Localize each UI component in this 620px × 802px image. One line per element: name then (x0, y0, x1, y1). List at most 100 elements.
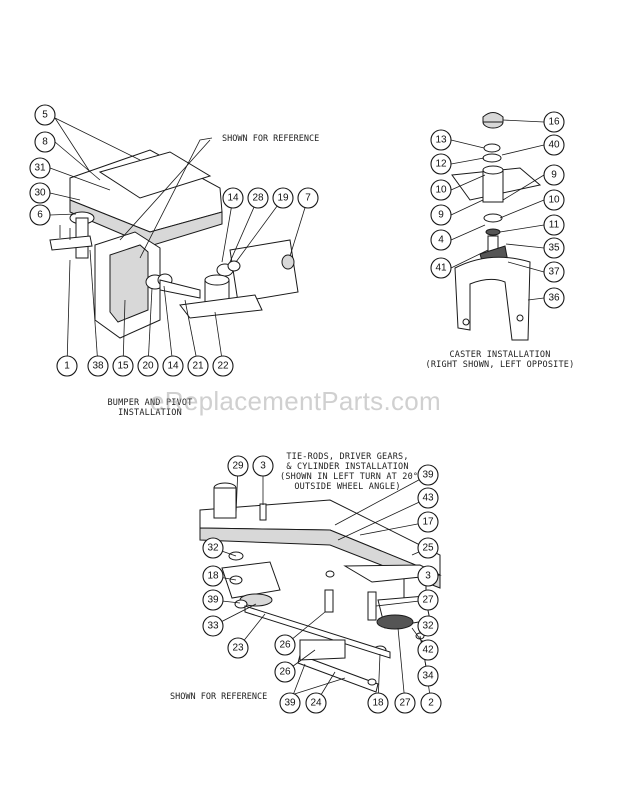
balloon-37: 37 (543, 261, 565, 283)
balloon-6: 6 (29, 204, 51, 226)
svg-text:21: 21 (192, 361, 204, 372)
balloon-9: 9 (430, 204, 452, 226)
shown-for-reference-label: SHOWN FOR REFERENCE (170, 692, 268, 702)
balloon-2: 2 (420, 692, 442, 714)
pivot-pin (367, 591, 377, 621)
axle-hole (462, 318, 470, 326)
balloon-26: 26 (274, 634, 296, 656)
svg-text:3: 3 (425, 571, 431, 582)
balloon-18: 18 (367, 692, 389, 714)
balloon-42: 42 (417, 639, 439, 661)
svg-text:25: 25 (422, 543, 434, 554)
balloon-32: 32 (417, 615, 439, 637)
bumper-plate (98, 151, 212, 199)
svg-text:39: 39 (207, 595, 219, 606)
svg-text:43: 43 (422, 493, 434, 504)
bolt (259, 503, 267, 521)
svg-text:42: 42 (422, 645, 434, 656)
svg-text:1: 1 (64, 361, 70, 372)
svg-text:13: 13 (435, 135, 447, 146)
svg-text:28: 28 (252, 193, 264, 204)
svg-text:38: 38 (92, 361, 104, 372)
reference-frame (229, 239, 299, 303)
bumper-pad (281, 254, 295, 270)
balloon-26: 26 (274, 661, 296, 683)
ball-joint (234, 599, 248, 609)
svg-text:35: 35 (548, 243, 560, 254)
cylinder-bracket (299, 639, 346, 661)
caster-fork (454, 256, 531, 341)
balloon-33: 33 (202, 615, 224, 637)
balloon-32: 32 (202, 537, 224, 559)
balloon-4: 4 (430, 229, 452, 251)
caster-tube-top (482, 165, 504, 175)
balloon-35: 35 (543, 237, 565, 259)
svg-text:17: 17 (422, 517, 434, 528)
svg-text:36: 36 (548, 293, 560, 304)
bearing-lower (483, 213, 503, 223)
svg-text:6: 6 (37, 210, 43, 221)
svg-text:9: 9 (438, 210, 444, 221)
bearing (482, 153, 502, 163)
svg-text:39: 39 (422, 470, 434, 481)
gear-arm (343, 564, 442, 583)
balloon-14: 14 (222, 187, 244, 209)
svg-text:31: 31 (34, 163, 46, 174)
balloon-27: 27 (417, 589, 439, 611)
balloon-1: 1 (56, 355, 78, 377)
svg-text:14: 14 (227, 193, 239, 204)
svg-text:37: 37 (548, 267, 560, 278)
svg-text:2: 2 (428, 698, 434, 709)
svg-text:10: 10 (548, 195, 560, 206)
right-driver-gear (376, 614, 414, 630)
svg-text:20: 20 (142, 361, 154, 372)
balloon-31: 31 (29, 157, 51, 179)
svg-text:39: 39 (284, 698, 296, 709)
spindle-base (179, 294, 263, 319)
balloon-30: 30 (29, 182, 51, 204)
svg-text:30: 30 (34, 188, 46, 199)
balloon-20: 20 (137, 355, 159, 377)
shown-for-reference-label: SHOWN FOR REFERENCE (222, 134, 320, 144)
balloon-17: 17 (417, 511, 439, 533)
svg-text:34: 34 (422, 671, 434, 682)
bolt (59, 225, 71, 240)
balloon-9: 9 (543, 164, 565, 186)
spindle-top (204, 274, 230, 286)
svg-text:24: 24 (310, 698, 322, 709)
balloon-10: 10 (543, 189, 565, 211)
balloon-19: 19 (272, 187, 294, 209)
caster-leaders (450, 119, 545, 301)
pivot-pin (324, 589, 334, 613)
bushing (227, 260, 241, 272)
svg-text:33: 33 (207, 621, 219, 632)
balloon-28: 28 (247, 187, 269, 209)
svg-text:19: 19 (277, 193, 289, 204)
svg-text:27: 27 (422, 595, 434, 606)
svg-text:32: 32 (422, 621, 434, 632)
balloon-39: 39 (417, 464, 439, 486)
watermark: eReplacementParts.com (150, 386, 441, 416)
svg-text:27: 27 (399, 698, 411, 709)
bumper-pivot-caption: BUMPER AND PIVOT INSTALLATION (107, 398, 193, 418)
balloon-13: 13 (430, 129, 452, 151)
balloon-36: 36 (543, 287, 565, 309)
balloon-27: 27 (394, 692, 416, 714)
balloon-10: 10 (430, 179, 452, 201)
left-spindle (213, 487, 237, 519)
pivot-bolt (159, 279, 201, 299)
balloon-11: 11 (543, 214, 565, 236)
balloon-14: 14 (162, 355, 184, 377)
balloon-34: 34 (417, 665, 439, 687)
balloon-39: 39 (279, 692, 301, 714)
balloon-7: 7 (297, 187, 319, 209)
svg-text:26: 26 (279, 640, 291, 651)
bumper-leaders (49, 117, 309, 367)
svg-text:29: 29 (232, 461, 244, 472)
svg-text:9: 9 (551, 170, 557, 181)
svg-text:11: 11 (549, 220, 560, 231)
balloon-38: 38 (87, 355, 109, 377)
svg-text:10: 10 (435, 185, 447, 196)
